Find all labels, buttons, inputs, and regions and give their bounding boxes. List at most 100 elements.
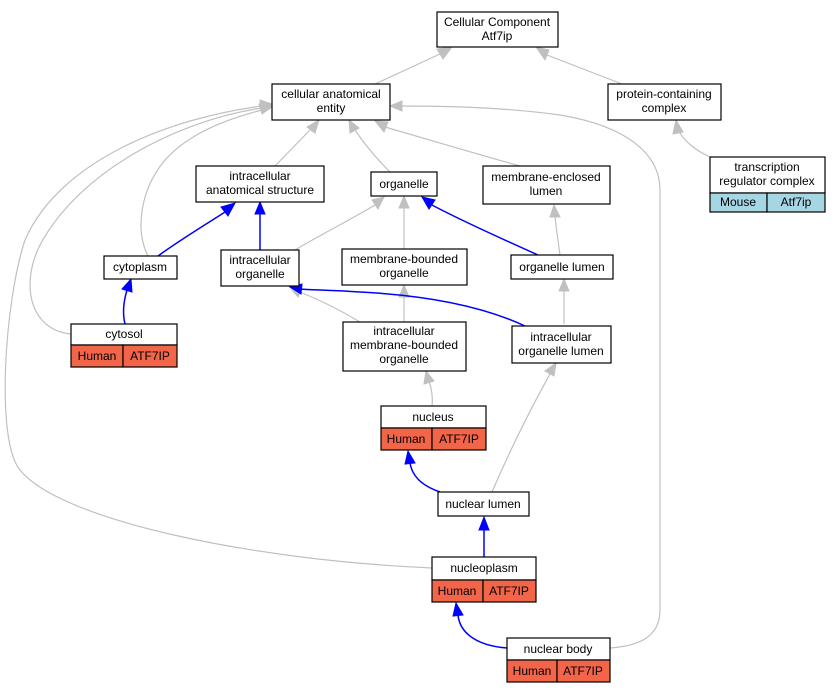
node-protein-containing-complex[interactable]: protein-containing complex [607,83,722,121]
node-membrane-enclosed-lumen[interactable]: membrane-enclosed lumen [482,165,611,205]
nodes: Cellular Component Atf7ip cellular anato… [70,11,826,683]
node-label-line: intracellular [229,169,290,183]
species-label: Human [438,584,477,598]
edge-ico-to-org [294,204,376,251]
node-label-line: entity [317,101,346,115]
node-label-line: nucleoplasm [450,561,517,575]
node-membrane-bounded-organelle[interactable]: membrane-bounded organelle [341,248,468,286]
edges [4,46,711,649]
gene-label: ATF7IP [130,349,170,363]
node-label-line: lumen [530,184,563,198]
arrowhead [259,99,274,111]
edge-pcc-to-root [546,54,623,85]
node-label-line: protein-containing [616,87,711,101]
node-nuclear-lumen[interactable]: nuclear lumen [437,491,530,517]
edge-iol-to-ico [299,288,526,327]
node-label-line: nucleus [412,410,453,424]
node-label-line: complex [642,101,687,115]
arrowhead [436,46,454,60]
arrowhead [306,118,320,134]
node-label-line: organelle [379,266,429,280]
node-cytosol[interactable]: cytosol Human ATF7IP [70,323,178,368]
edge-nb-to-np [457,614,508,649]
edge-cytosol-to-cyto [122,289,128,325]
arrowhead [672,118,684,135]
node-label-line: nuclear lumen [445,497,520,511]
node-intracellular-anatomical-structure[interactable]: intracellular anatomical structure [195,165,325,203]
node-label-line: membrane-enclosed [491,170,600,184]
node-organelle[interactable]: organelle [370,171,438,197]
edge-nl-to-nuc [409,462,441,493]
node-label-line: Atf7ip [482,29,513,43]
edge-np-to-cae [4,105,433,569]
edge-cae-to-root [374,53,441,85]
node-label-line: intracellular [530,330,591,344]
arrowhead [478,515,490,531]
node-label-line: Cellular Component [444,15,551,29]
gene-label: ATF7IP [489,584,529,598]
edge-org-to-cae [354,129,391,173]
node-label-line: transcription [734,160,799,174]
arrowhead [534,46,550,62]
arrowhead [371,196,385,210]
node-cellular-anatomical-entity[interactable]: cellular anatomical entity [271,83,391,121]
node-nucleoplasm[interactable]: nucleoplasm Human ATF7IP [431,556,537,603]
edge-trc-to-pcc [677,129,711,158]
arrowhead [420,196,436,210]
edge-ol-to-mel [554,215,561,256]
arrowhead [348,118,360,134]
node-label-line: organelle [235,267,285,281]
edge-nl-to-iol [491,373,551,493]
node-label-line: organelle [379,352,429,366]
edge-cytosol-to-cae [29,107,263,335]
node-label-line: organelle lumen [519,260,604,274]
edge-cyto-to-ias [157,211,226,257]
arrowhead [398,283,410,298]
node-intracellular-membrane-bounded-organelle[interactable]: intracellular membrane-bounded organelle [342,321,467,372]
node-label-line: cytoplasm [113,260,167,274]
arrowhead [373,120,389,133]
arrowhead [544,361,557,377]
node-nucleus[interactable]: nucleus Human ATF7IP [380,405,487,451]
edge-nuc-to-imbo [428,380,433,407]
arrowhead [452,601,464,617]
arrowhead [404,449,416,465]
node-label-line: cellular anatomical [281,87,380,101]
node-cellular-component-root[interactable]: Cellular Component Atf7ip [436,11,559,48]
arrowhead [398,194,410,209]
node-label-line: intracellular [229,253,290,267]
gene-label: ATF7IP [439,432,479,446]
node-cytoplasm[interactable]: cytoplasm [103,255,178,280]
edge-ol-to-org [431,204,539,256]
node-label-line: membrane-bounded [350,338,458,352]
arrowhead [388,100,403,112]
arrowhead [423,369,435,385]
gene-label: ATF7IP [563,664,603,678]
node-intracellular-organelle-lumen[interactable]: intracellular organelle lumen [511,325,612,364]
edge-mel-to-cae [384,126,521,167]
edge-imbo-to-ico [299,291,361,323]
arrowhead [254,200,266,215]
node-intracellular-organelle[interactable]: intracellular organelle [220,249,300,287]
arrowhead [121,277,133,293]
node-label-line: membrane-bounded [350,252,458,266]
arrowhead [220,202,237,217]
node-label-line: nuclear body [524,642,593,656]
node-label-line: intracellular [373,324,434,338]
node-label-line: organelle [379,177,429,191]
node-organelle-lumen[interactable]: organelle lumen [510,254,614,280]
edge-cyto-to-cae [140,109,263,257]
node-transcription-regulator-complex[interactable]: transcription regulator complex Mouse At… [709,156,826,213]
edge-nb-to-cae [401,105,661,649]
node-nuclear-body[interactable]: nuclear body Human ATF7IP [506,637,611,683]
node-label-line: regulator complex [719,174,814,188]
node-label-line: cytosol [105,327,142,341]
species-label: Human [387,432,426,446]
node-label-line: organelle lumen [518,344,603,358]
arrowhead [558,277,570,292]
gene-label: Atf7ip [781,195,812,209]
node-label-line: anatomical structure [206,183,314,197]
species-label: Mouse [720,195,756,209]
species-label: Human [513,664,552,678]
